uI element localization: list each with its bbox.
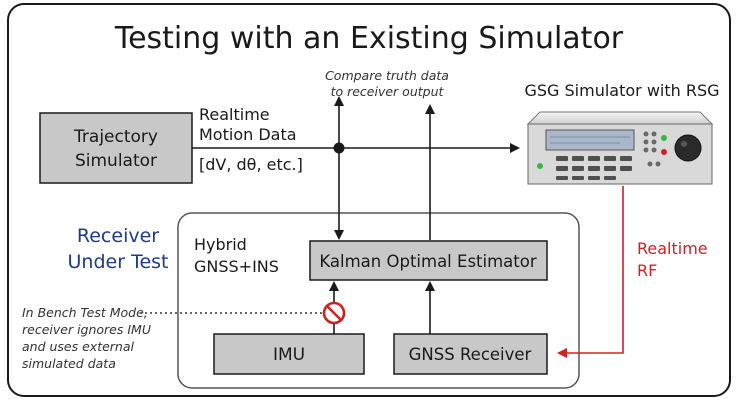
compare-note-1: Compare truth data	[325, 68, 449, 83]
realtime-rf-label-2: RF	[637, 261, 657, 280]
signal-generator-icon	[526, 111, 714, 185]
realtime-rf-arrow	[557, 186, 624, 358]
prohibit-icon	[322, 301, 346, 325]
trajectory-simulator-label-2: Simulator	[75, 151, 157, 171]
hybrid-label-1: Hybrid	[194, 235, 247, 254]
realtime-rf-label-1: Realtime	[637, 239, 708, 258]
gsg-label: GSG Simulator with RSG	[524, 81, 719, 100]
kalman-estimator-box: Kalman Optimal Estimator	[309, 240, 548, 281]
hybrid-label-2: GNSS+INS	[194, 257, 279, 276]
gnss-receiver-box: GNSS Receiver	[393, 333, 548, 375]
bench-note-2: receiver ignores IMU	[22, 322, 151, 337]
motion-data-label-2: Motion Data	[199, 125, 297, 144]
trajectory-simulator-box: Trajectory Simulator	[39, 112, 193, 184]
bench-note-4: simulated data	[22, 356, 116, 371]
trajectory-simulator-label-1: Trajectory	[73, 127, 158, 147]
motion-data-label-3: [dV, dθ, etc.]	[199, 155, 303, 174]
receiver-under-test-label-1: Receiver	[77, 225, 159, 247]
kalman-label: Kalman Optimal Estimator	[319, 252, 536, 271]
bench-note-1: In Bench Test Mode,	[22, 305, 148, 320]
imu-box: IMU	[213, 333, 365, 375]
imu-label: IMU	[273, 345, 305, 365]
gnss-receiver-label: GNSS Receiver	[409, 345, 532, 364]
compare-note-2: to receiver output	[331, 84, 445, 99]
motion-data-label-1: Realtime	[199, 105, 270, 124]
receiver-under-test-label-2: Under Test	[68, 251, 169, 273]
diagram-title: Testing with an Existing Simulator	[114, 21, 624, 56]
bench-note-3: and uses external	[22, 339, 135, 354]
